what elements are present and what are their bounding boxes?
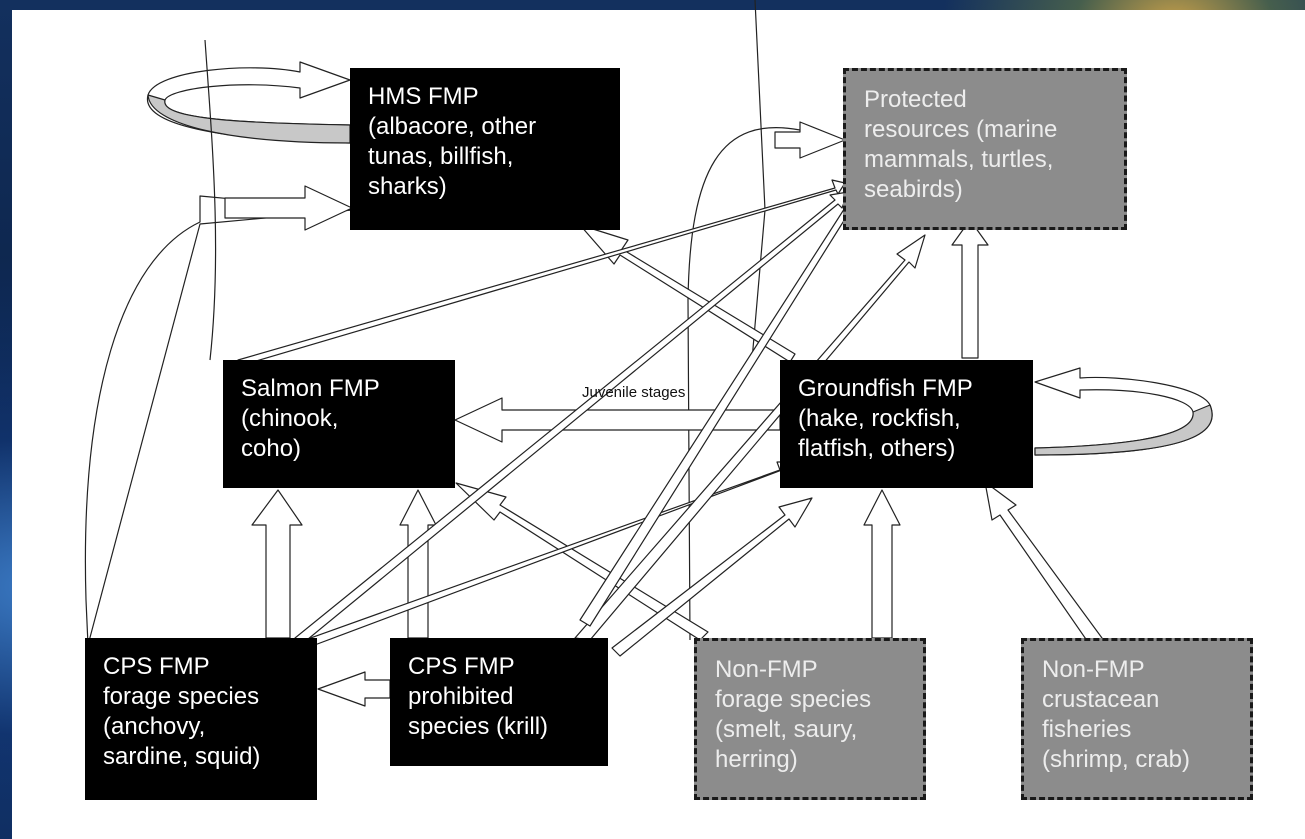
arrow-nonfmp-to-groundfish [863,489,901,639]
cps-forage-line-1: CPS FMP [103,653,210,680]
protected-resources-box: Protected resources (marine mammals, tur… [843,68,1127,230]
arrow-cpsprohib-to-protected [574,234,926,641]
cps-forage-line-4: sardine, squid) [103,743,261,770]
salmon-line-2: (chinook, [241,405,339,432]
hms-loop-band [147,94,351,144]
line-cps-to-hms [84,195,353,646]
salmon-line-1: Salmon FMP [241,375,380,402]
hms-fmp-box: HMS FMP (albacore, other tunas, billfish… [350,68,620,230]
protected-line-2: resources (marine [864,116,1058,143]
protected-line-4: seabirds) [864,176,963,203]
cps-forage-line-2: forage species [103,683,260,710]
arrow-groundfish-to-protected [951,219,989,359]
crustacean-line-3: fisheries [1042,716,1132,743]
nonfmp-forage-line-3: (smelt, saury, [715,716,858,743]
cps-forage-line-3: (anchovy, [103,713,206,740]
nonfmp-forage-box: Non-FMP forage species (smelt, saury, he… [694,638,926,800]
nonfmp-forage-line-2: forage species [715,686,872,713]
protected-line-3: mammals, turtles, [864,146,1054,173]
cps-prohibited-box: CPS FMP prohibited species (krill) [390,638,608,766]
juvenile-stages-label: Juvenile stages [582,384,686,401]
arrow-into-protected [774,121,846,159]
arrow-crustacean-to-groundfish [984,481,1103,646]
arrow-cpsprohib-to-salmon [399,489,437,639]
arrow-cpsprohib-to-groundfish [611,497,813,657]
nonfmp-forage-line-4: herring) [715,746,798,773]
groundfish-fmp-box: Groundfish FMP (hake, rockfish, flatfish… [780,360,1033,488]
nonfmp-crustacean-box: Non-FMP crustacean fisheries (shrimp, cr… [1021,638,1253,800]
hms-line-4: sharks) [368,173,447,200]
arrow-into-hms [224,185,353,231]
line-vertical-2 [751,0,766,361]
arrow-cpsforage-to-salmon [251,489,303,639]
nonfmp-forage-line-1: Non-FMP [715,656,818,683]
groundfish-line-3: flatfish, others) [798,435,956,462]
cps-prohibited-line-1: CPS FMP [408,653,515,680]
crustacean-line-1: Non-FMP [1042,656,1145,683]
cps-prohibited-line-2: prohibited [408,683,514,710]
cps-forage-box: CPS FMP forage species (anchovy, sardine… [85,638,317,800]
line-salmon-to-protected [237,179,846,365]
groundfish-loop-band [1034,404,1213,456]
crustacean-line-2: crustacean [1042,686,1160,713]
hms-line-2: (albacore, other [368,113,537,140]
crustacean-line-4: (shrimp, crab) [1042,746,1191,773]
line-vertical-1 [204,39,217,361]
line-nonfmp-to-protected [687,127,801,641]
hms-line-3: tunas, billfish, [368,143,514,170]
arrow-cpsprohib-to-cpsforage [317,671,391,707]
protected-line-1: Protected [864,86,967,113]
salmon-fmp-box: Salmon FMP (chinook, coho) [223,360,455,488]
salmon-line-3: coho) [241,435,302,462]
groundfish-line-2: (hake, rockfish, [798,405,961,432]
arrow-groundfish-to-salmon [454,397,781,443]
hms-line-1: HMS FMP [368,83,479,110]
cps-prohibited-line-3: species (krill) [408,713,549,740]
groundfish-line-1: Groundfish FMP [798,375,973,402]
